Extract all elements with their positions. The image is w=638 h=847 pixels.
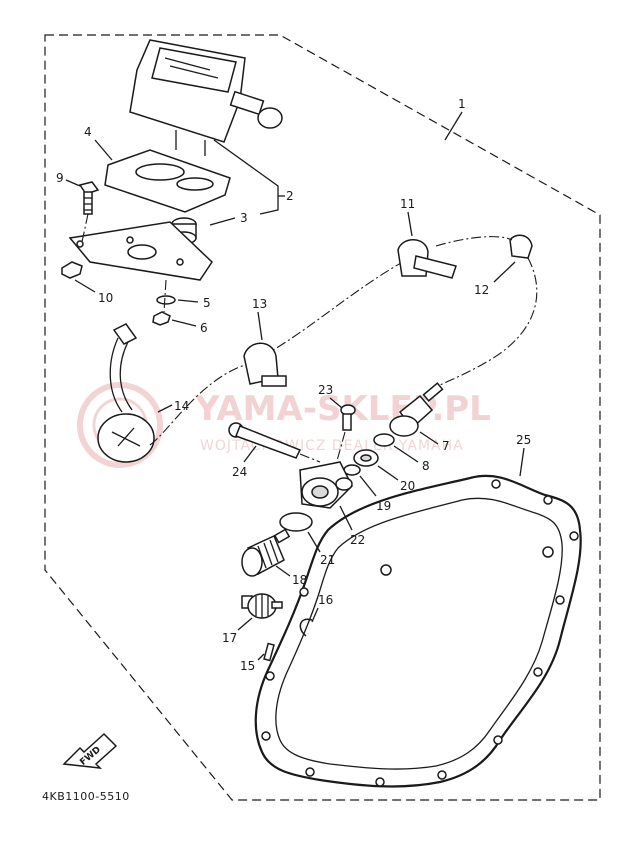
trip-knob-shaft	[229, 90, 265, 116]
leader-23	[329, 397, 343, 409]
fwd-arrow: FWD	[62, 732, 118, 769]
leader-6	[171, 319, 197, 327]
callout-25: 25	[516, 433, 531, 447]
part-13-clamp	[243, 342, 287, 387]
leader-10	[74, 279, 96, 293]
callout-7: 7	[442, 439, 450, 453]
callout-labels: 1 2 3 4 5 6 7 8 9 10 11 12 13 14 15 16 1…	[56, 97, 531, 673]
callout-2: 2	[286, 189, 294, 203]
part-5-washer	[156, 295, 176, 305]
leader-12	[493, 261, 516, 283]
part-6-nut	[152, 311, 171, 326]
leader-22	[339, 505, 353, 531]
leader-25	[519, 447, 525, 477]
callout-24: 24	[232, 465, 247, 479]
part-17-drive-gear	[241, 593, 283, 619]
callout-17: 17	[222, 631, 237, 645]
leader-14	[157, 404, 173, 413]
fwd-arrow-icon	[62, 732, 118, 769]
part-10-nut	[61, 261, 83, 279]
leader-7	[419, 431, 439, 445]
leader-15	[257, 653, 265, 661]
callout-11: 11	[400, 197, 415, 211]
part-9-bolt	[78, 181, 100, 215]
part-15-pin	[263, 642, 275, 662]
callout-15: 15	[240, 659, 255, 673]
leader-20	[377, 465, 399, 481]
leader-21	[307, 531, 321, 553]
callout-3: 3	[240, 211, 248, 225]
callout-6: 6	[200, 321, 208, 335]
part-4-cushion	[104, 149, 231, 213]
callout-8: 8	[422, 459, 430, 473]
callout-21: 21	[320, 553, 335, 567]
callout-18: 18	[292, 573, 307, 587]
leader-1	[444, 111, 463, 141]
callout-16: 16	[318, 593, 333, 607]
leader-13	[257, 311, 263, 341]
callout-13: 13	[252, 297, 267, 311]
part-22-gear-housing	[299, 461, 353, 509]
meter-bracket-plate	[68, 221, 213, 281]
part-11-band	[397, 239, 457, 279]
part-21-o-ring	[279, 512, 313, 532]
trip-knob	[257, 107, 283, 129]
part-7-fitting	[389, 382, 444, 437]
callout-22: 22	[350, 533, 365, 547]
assembly-boundary	[44, 34, 601, 801]
part-20-bushing	[353, 449, 379, 467]
meter-face	[151, 47, 237, 93]
leader-2-bracket	[213, 139, 279, 215]
part-12-clip	[435, 234, 538, 386]
leader-8	[393, 445, 419, 463]
diagram-code: 4KB1100-5510	[42, 790, 130, 803]
callout-12: 12	[474, 283, 489, 297]
callout-19: 19	[376, 499, 391, 513]
callout-14: 14	[174, 399, 189, 413]
callout-20: 20	[400, 479, 415, 493]
watermark-subtitle: WOJTACHOWICZ DEALER YAMAHA	[200, 438, 464, 454]
part-23-screw	[340, 404, 356, 431]
leader-18	[275, 565, 291, 577]
callout-4: 4	[84, 125, 92, 139]
leader-5	[177, 299, 199, 303]
leader-16	[311, 607, 319, 623]
leader-24	[243, 445, 257, 463]
leader-9	[65, 179, 81, 187]
callout-9: 9	[56, 171, 64, 185]
part-24-bolt	[228, 422, 321, 463]
leader-11	[407, 211, 413, 237]
callout-23: 23	[318, 383, 333, 397]
part-8-o-ring	[373, 433, 395, 447]
leader-17	[237, 617, 253, 631]
leader-4	[94, 139, 113, 161]
part-25-gasket	[254, 474, 582, 788]
leader-19	[359, 475, 377, 497]
callout-5: 5	[203, 296, 211, 310]
meter-assembly	[129, 39, 283, 156]
part-18-gear	[241, 528, 291, 577]
callout-1: 1	[458, 97, 466, 111]
leader-3	[209, 217, 236, 226]
watermark-logo	[77, 382, 163, 468]
callout-10: 10	[98, 291, 113, 305]
